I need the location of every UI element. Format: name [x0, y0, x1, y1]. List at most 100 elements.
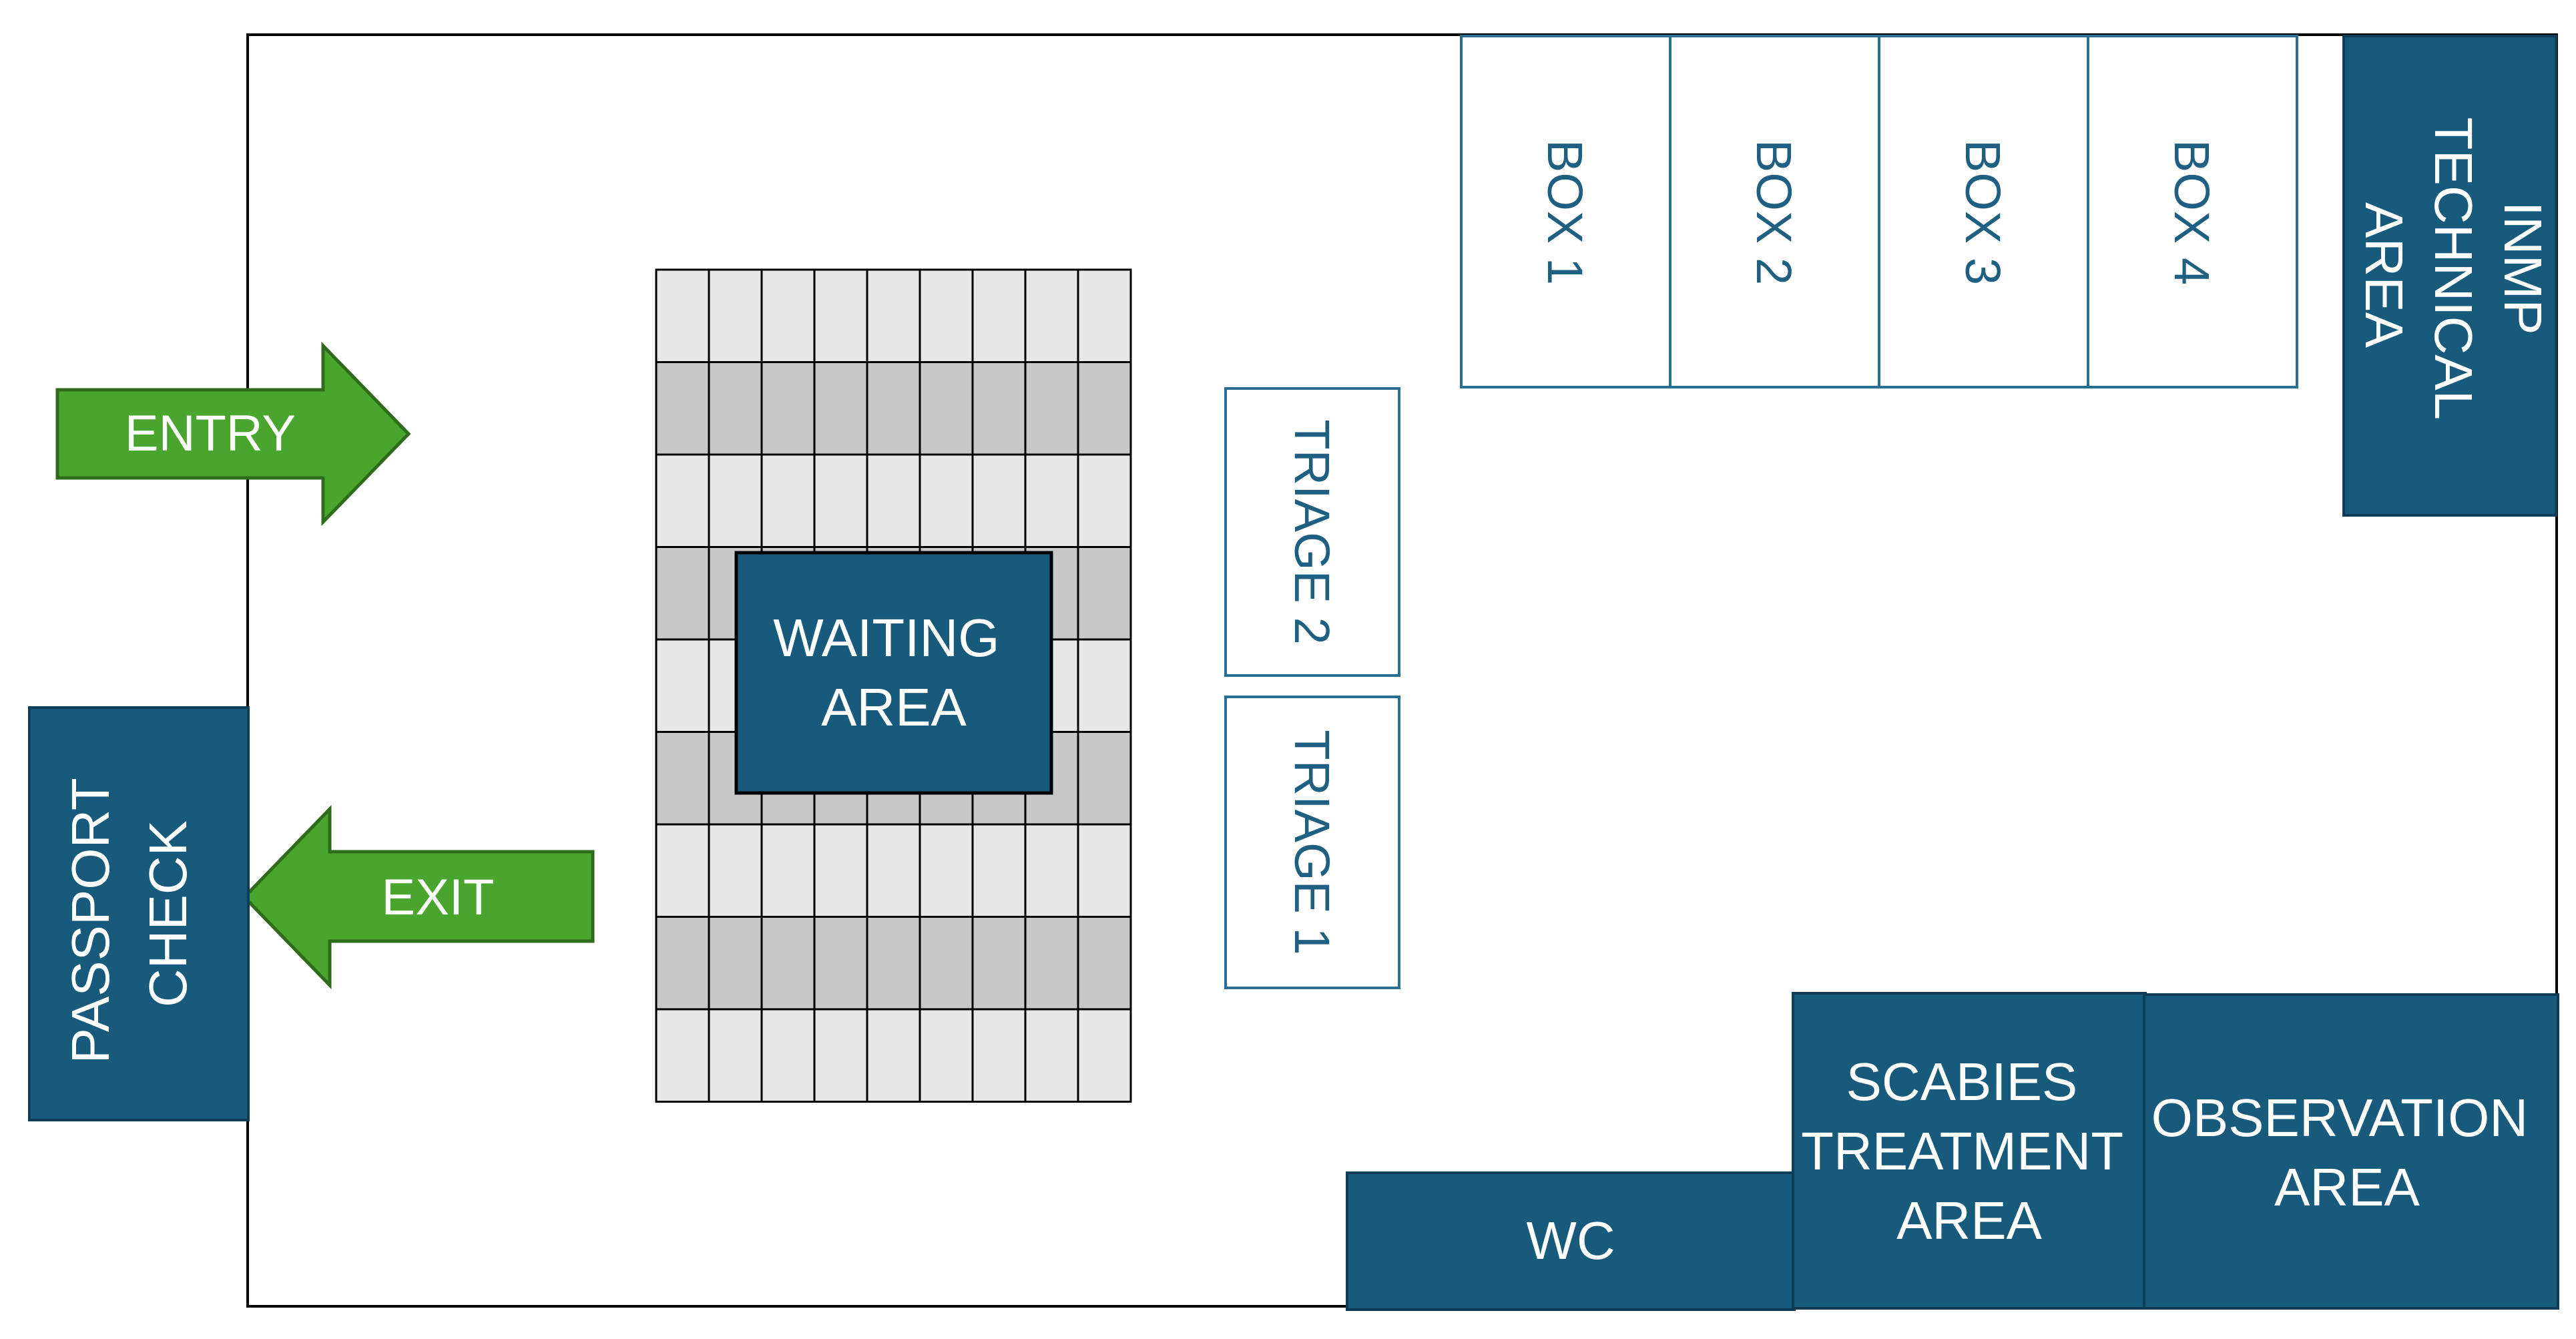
triage-2[interactable]: TRIAGE 2: [1224, 387, 1400, 677]
seat: [971, 823, 1027, 918]
seat: [971, 453, 1027, 548]
seat: [655, 453, 710, 548]
waiting-area[interactable]: WAITING AREA: [734, 551, 1053, 795]
seat: [919, 361, 974, 456]
triage-2-label: TRIAGE 2: [1284, 419, 1340, 644]
seat: [1077, 546, 1132, 641]
box-4-label: BOX 4: [2164, 140, 2220, 285]
seat: [971, 1008, 1027, 1103]
seat: [1077, 916, 1132, 1011]
seat: [971, 361, 1027, 456]
seat: [760, 268, 816, 363]
triage-1[interactable]: TRIAGE 1: [1224, 696, 1400, 989]
triage-1-label: TRIAGE 1: [1284, 730, 1340, 955]
seat: [1077, 731, 1132, 826]
scabies-label-line-3: AREA: [1896, 1191, 2042, 1250]
svg-text:WAITING AREA: WAITING AREA: [773, 608, 1014, 737]
inmp-label-line-1: INMP: [2493, 202, 2553, 334]
seat: [1024, 361, 1079, 456]
box-3[interactable]: BOX 3: [1878, 35, 2089, 388]
seat: [919, 823, 974, 918]
box-1-label: BOX 1: [1537, 140, 1593, 285]
seat: [1024, 453, 1079, 548]
seat: [708, 361, 763, 456]
entry-arrow: ENTRY: [55, 341, 411, 527]
seat: [655, 1008, 710, 1103]
waiting-area-label-line-2: AREA: [821, 678, 967, 737]
svg-text:SCABIES TREATMENT: SCABIES TREATMENT AREA: [1801, 1052, 2137, 1250]
box-1[interactable]: BOX 1: [1460, 35, 1671, 388]
svg-text:PASSPORT CHECK: PASSPORT CHECK: [61, 764, 198, 1063]
seat: [708, 453, 763, 548]
seat: [919, 268, 974, 363]
seat: [1077, 361, 1132, 456]
seat: [1077, 638, 1132, 733]
box-2-label: BOX 2: [1746, 140, 1802, 285]
exit-label: EXIT: [382, 869, 495, 926]
wc-label: WC: [1526, 1211, 1615, 1270]
seat: [760, 361, 816, 456]
inmp-label-line-3: AREA: [2354, 202, 2414, 348]
seat: [760, 823, 816, 918]
waiting-area-label-line-1: WAITING: [773, 608, 999, 667]
box-2[interactable]: BOX 2: [1669, 35, 1880, 388]
seat: [866, 453, 921, 548]
seat: [1077, 1008, 1132, 1103]
passport-check-label-line-1: PASSPORT: [61, 778, 120, 1063]
seat: [708, 916, 763, 1011]
seat: [655, 268, 710, 363]
seat: [655, 638, 710, 733]
observation-area[interactable]: OBSERVATION AREA: [2143, 993, 2559, 1310]
seat: [1024, 916, 1079, 1011]
seat: [866, 916, 921, 1011]
observation-label-line-2: AREA: [2274, 1157, 2420, 1217]
seat: [971, 268, 1027, 363]
entry-label: ENTRY: [125, 405, 296, 462]
seat: [919, 916, 974, 1011]
scabies-label-line-2: TREATMENT: [1801, 1121, 2123, 1181]
seat: [760, 1008, 816, 1103]
scabies-label-line-1: SCABIES: [1846, 1052, 2077, 1111]
seat: [760, 916, 816, 1011]
seat: [708, 823, 763, 918]
passport-check-area[interactable]: PASSPORT CHECK: [28, 706, 250, 1121]
seat: [813, 268, 868, 363]
seat: [655, 361, 710, 456]
seat: [813, 823, 868, 918]
seat: [971, 916, 1027, 1011]
seat: [655, 823, 710, 918]
seat: [1024, 1008, 1079, 1103]
wc-area[interactable]: WC: [1346, 1171, 1796, 1311]
seat: [655, 546, 710, 641]
seat: [813, 1008, 868, 1103]
seat: [813, 453, 868, 548]
exit-arrow: EXIT: [242, 804, 595, 990]
inmp-technical-area[interactable]: INMP TECHNICAL AREA: [2342, 35, 2557, 517]
seat: [813, 916, 868, 1011]
seat: [655, 731, 710, 826]
seat: [1077, 823, 1132, 918]
seat: [813, 361, 868, 456]
seat: [708, 1008, 763, 1103]
seat: [866, 823, 921, 918]
observation-label-line-1: OBSERVATION: [2151, 1088, 2529, 1147]
svg-text:INMP TECHNICAL ARE: INMP TECHNICAL AREA: [2354, 117, 2553, 433]
seat: [1077, 453, 1132, 548]
seat: [655, 916, 710, 1011]
svg-text:OBSERVATION AREA: OBSERVATION AREA: [2151, 1088, 2543, 1217]
seat: [866, 268, 921, 363]
inmp-label-line-2: TECHNICAL: [2424, 117, 2483, 419]
seat: [760, 453, 816, 548]
scabies-treatment-area[interactable]: SCABIES TREATMENT AREA: [1792, 992, 2147, 1310]
box-3-label: BOX 3: [1955, 140, 2011, 285]
seat: [866, 1008, 921, 1103]
seat: [866, 361, 921, 456]
seat: [1024, 268, 1079, 363]
seat: [919, 453, 974, 548]
box-4[interactable]: BOX 4: [2087, 35, 2298, 388]
seat: [1024, 823, 1079, 918]
seat: [919, 1008, 974, 1103]
seat: [1077, 268, 1132, 363]
seat: [708, 268, 763, 363]
